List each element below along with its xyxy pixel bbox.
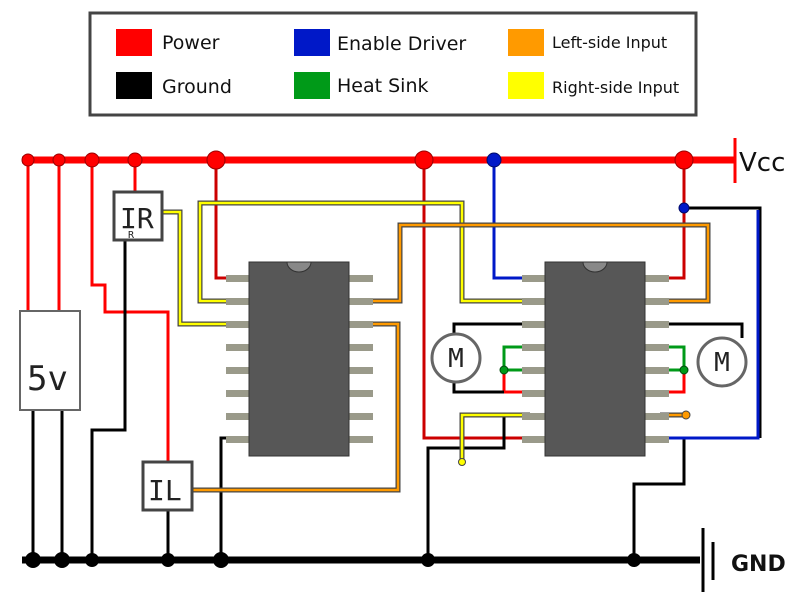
driver-chip-left xyxy=(226,261,373,457)
enable-junction xyxy=(486,152,502,168)
chip-right-body xyxy=(544,261,646,457)
legend-swatch-heat-sink xyxy=(294,72,330,99)
enable-wires xyxy=(492,160,760,440)
legend-label-enable: Enable Driver xyxy=(337,33,466,55)
legend-label-power: Power xyxy=(162,32,220,54)
supply-5v-label: 5v xyxy=(27,359,68,399)
wire-chip2-gnd-right xyxy=(632,438,686,560)
right-input-junction xyxy=(458,458,466,466)
wire-left-input-bridge-outline xyxy=(350,222,711,304)
wire-chip1-gnd xyxy=(219,436,240,560)
power-junctions xyxy=(21,150,694,170)
legend: Power Ground Enable Driver Heat Sink Lef… xyxy=(88,11,698,117)
ir-left-box xyxy=(141,460,194,512)
wire-right-input-lower xyxy=(460,413,530,462)
legend-swatch-power xyxy=(116,29,152,56)
motor-left-label: M xyxy=(448,344,464,374)
wire-motor-right-top xyxy=(660,322,744,338)
wire-chip2-power-right xyxy=(660,160,686,280)
legend-swatch-ground xyxy=(116,72,152,99)
legend-frame xyxy=(88,11,698,117)
wire-enable-right xyxy=(660,210,760,440)
wire-heat-sink-right xyxy=(660,345,686,372)
heat-sink-junctions xyxy=(499,365,689,375)
wire-heat-sink-left xyxy=(502,345,530,372)
chip-left-notch xyxy=(286,261,312,273)
legend-swatch-right-input xyxy=(508,72,544,99)
legend-label-right-input: Right-side Input xyxy=(552,78,679,97)
wire-chip2-power-left xyxy=(422,160,530,440)
left-input-wires xyxy=(192,222,711,493)
ir-right-label: IR xyxy=(120,202,154,235)
motor-left: M xyxy=(430,332,482,384)
wire-enable-gnd-loop xyxy=(684,206,762,438)
supply-5v: 5v xyxy=(19,310,81,411)
chip-right-pins-left xyxy=(522,275,546,443)
supply-5v-box xyxy=(19,310,81,411)
ground-wires xyxy=(31,206,762,560)
ground-rail: GND xyxy=(22,528,786,592)
driver-chip-right xyxy=(522,261,669,457)
chip-right-pins-right xyxy=(645,275,669,443)
ir-sensor-left: IL xyxy=(141,460,194,512)
wire-ir-right-out xyxy=(160,210,240,326)
legend-label-heat-sink: Heat Sink xyxy=(337,75,429,97)
motor-right-body xyxy=(696,336,748,388)
wire-ir-left-power xyxy=(90,160,170,462)
enable-junction-right xyxy=(678,202,690,214)
legend-swatch-left-input xyxy=(508,29,544,56)
wire-ir-left-out xyxy=(192,322,400,492)
ir-right-box xyxy=(112,190,164,242)
legend-label-ground: Ground xyxy=(162,76,232,98)
wire-left-input-bridge xyxy=(350,223,710,303)
legend-swatch-enable xyxy=(294,29,330,56)
wire-ir-right-gnd xyxy=(90,240,127,560)
wire-enable-left xyxy=(492,160,530,280)
chip-right-notch xyxy=(582,261,608,273)
heat-sink-wires xyxy=(502,345,686,372)
ir-right-sub: R xyxy=(128,230,135,241)
wire-chip1-power xyxy=(214,160,240,280)
vcc-label: Vcc xyxy=(739,148,785,178)
motor-right-label: M xyxy=(714,348,730,378)
motor-right: M xyxy=(696,336,748,388)
chip-left-pins-left xyxy=(226,275,250,443)
wire-right-input-bridge xyxy=(198,201,530,303)
right-input-wires xyxy=(160,200,530,462)
legend-label-left-input: Left-side Input xyxy=(552,33,667,52)
ir-left-label: IL xyxy=(148,474,182,507)
chip-left-pins-right xyxy=(349,275,373,443)
wire-motor-left-bottom xyxy=(452,382,504,394)
ir-sensor-right: IR R xyxy=(112,190,164,242)
left-input-junction xyxy=(681,410,691,420)
motor-left-body xyxy=(430,332,482,384)
ground-junctions xyxy=(25,552,641,568)
gnd-label: GND xyxy=(731,552,786,577)
chip-left-body xyxy=(248,261,350,457)
